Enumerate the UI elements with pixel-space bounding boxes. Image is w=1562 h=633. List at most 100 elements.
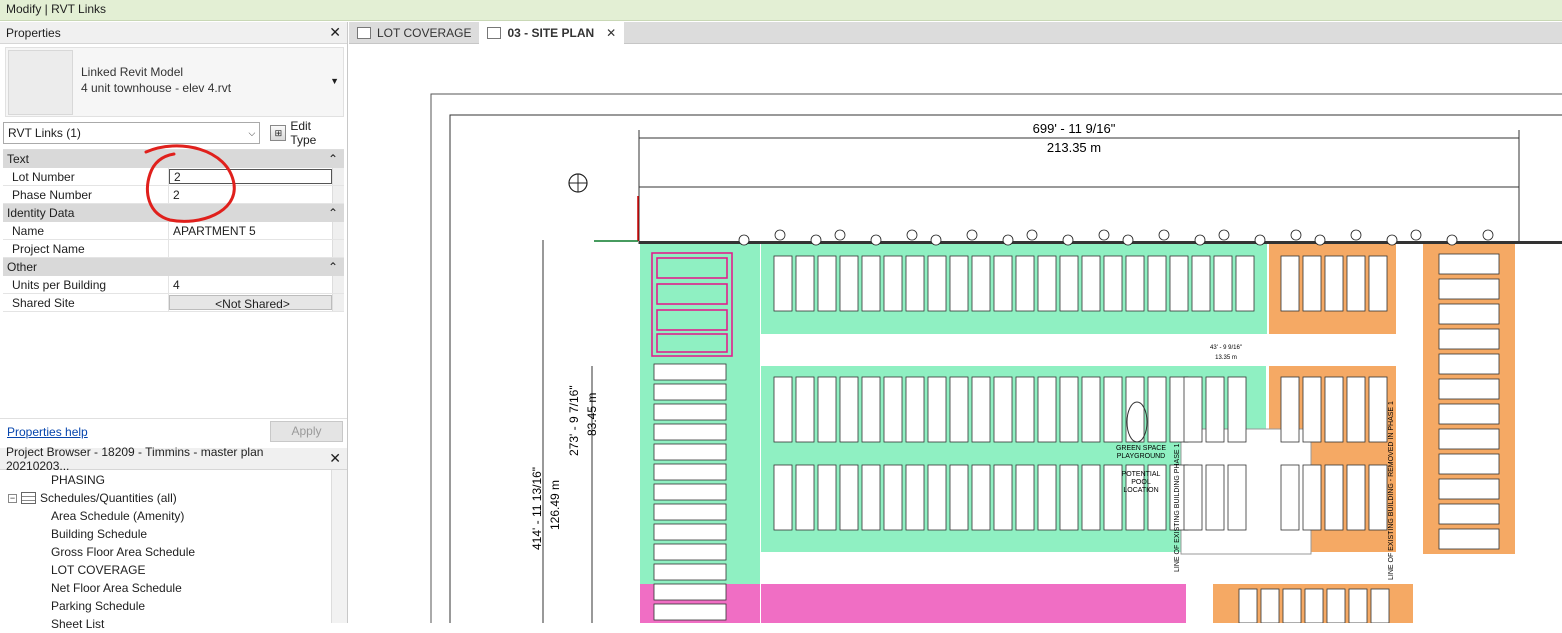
tree-icon — [1194, 234, 1206, 246]
building-unit — [817, 464, 837, 531]
tree-icon — [738, 234, 750, 246]
edit-type-button[interactable]: ⊞ Edit Type — [266, 117, 344, 149]
group-other[interactable]: Other ⌃ — [3, 258, 344, 276]
building-unit — [1015, 464, 1035, 531]
building-unit — [653, 583, 727, 601]
tree-icon — [1290, 229, 1302, 241]
building-unit — [1213, 255, 1233, 312]
building-unit — [1059, 376, 1079, 443]
building-unit — [971, 376, 991, 443]
chevron-down-icon[interactable]: ▼ — [330, 76, 339, 86]
tree-icon — [1158, 229, 1170, 241]
tree-item-sheet-list[interactable]: Sheet List — [51, 617, 105, 631]
building-unit — [861, 376, 881, 443]
collapse-icon[interactable]: ⌃ — [327, 206, 338, 220]
group-label: Other — [7, 260, 38, 274]
building-unit — [1059, 255, 1079, 312]
type-file: 4 unit townhouse - elev 4.rvt — [81, 81, 232, 95]
building-unit — [653, 363, 727, 381]
building-unit — [653, 423, 727, 441]
phase-number-field[interactable]: 2 — [173, 188, 180, 202]
tree-item-building-schedule[interactable]: Building Schedule — [51, 527, 148, 541]
building-unit — [1324, 376, 1344, 443]
building-unit — [927, 376, 947, 443]
instance-filter-dropdown[interactable]: RVT Links (1) ⌵ — [3, 122, 261, 144]
building-unit — [1302, 464, 1322, 531]
tree-item-gross-floor-area[interactable]: Gross Floor Area Schedule — [51, 545, 196, 559]
lot-number-field[interactable]: 2 — [169, 169, 332, 184]
building-unit — [971, 464, 991, 531]
building-unit — [1438, 303, 1500, 325]
building-unit — [1438, 403, 1500, 425]
project-browser-title: Project Browser - 18209 - Timmins - mast… — [6, 444, 264, 473]
building-unit — [1191, 255, 1211, 312]
tree-item-net-floor-area[interactable]: Net Floor Area Schedule — [51, 581, 182, 595]
tree-item-schedules[interactable]: − Schedules/Quantities (all) — [0, 489, 347, 507]
type-thumbnail — [8, 50, 73, 115]
close-icon[interactable]: ✕ — [329, 24, 341, 40]
building-unit — [1227, 464, 1247, 531]
group-label: Text — [7, 152, 30, 166]
apply-button[interactable]: Apply — [270, 421, 343, 442]
site-plan-drawing[interactable]: 699' - 11 9/16" 213.35 m 273' - 9 7/16" … — [349, 44, 1562, 623]
property-row-project-name: Project Name — [3, 240, 344, 258]
tree-item-parking-schedule[interactable]: Parking Schedule — [51, 599, 146, 613]
building-unit — [861, 255, 881, 312]
building-unit — [1037, 464, 1057, 531]
group-identity-data[interactable]: Identity Data ⌃ — [3, 204, 344, 222]
drawing-canvas[interactable]: 699' - 11 9/16" 213.35 m 273' - 9 7/16" … — [349, 44, 1562, 623]
tree-item-area-schedule[interactable]: Area Schedule (Amenity) — [51, 509, 185, 523]
building-unit — [883, 255, 903, 312]
property-key: Lot Number — [3, 168, 169, 185]
dim-left1-imperial: 273' - 9 7/16" — [567, 385, 581, 456]
project-browser-scrollbar[interactable] — [331, 470, 347, 623]
type-name: Linked Revit Model — [81, 65, 184, 79]
building-unit — [1438, 278, 1500, 300]
building-unit — [1103, 376, 1123, 443]
units-per-building-field[interactable]: 4 — [173, 278, 180, 292]
building-unit — [1205, 464, 1225, 531]
tree-item-phasing[interactable]: PHASING — [51, 473, 106, 487]
shared-site-button[interactable]: <Not Shared> — [169, 295, 332, 311]
close-icon[interactable]: ✕ — [606, 26, 617, 40]
building-unit — [773, 255, 793, 312]
phase-line-label: LINE OF EXISTING BUILDING PHASE 1 — [1174, 444, 1181, 572]
group-text[interactable]: Text ⌃ — [3, 150, 344, 168]
tree-icon — [810, 234, 822, 246]
tree-icon — [1254, 234, 1266, 246]
tab-lot-coverage[interactable]: LOT COVERAGE — [349, 22, 479, 44]
type-selector-preview[interactable]: Linked Revit Model 4 unit townhouse - el… — [5, 47, 344, 117]
building-unit — [1227, 376, 1247, 443]
building-unit — [1302, 376, 1322, 443]
tree-icon — [1482, 229, 1494, 241]
annotation-circle — [144, 144, 236, 223]
playground-label: PLAYGROUND — [1117, 453, 1166, 460]
building-unit — [1346, 255, 1366, 312]
building-unit — [1302, 255, 1322, 312]
tree-icon — [1026, 229, 1038, 241]
name-field[interactable]: APARTMENT 5 — [173, 224, 256, 238]
collapse-icon[interactable]: ⌃ — [327, 152, 338, 166]
tab-site-plan[interactable]: 03 - SITE PLAN ✕ — [479, 22, 625, 44]
collapse-toggle-icon[interactable]: − — [8, 492, 17, 503]
project-name-field[interactable] — [169, 240, 332, 257]
building-unit — [1037, 255, 1057, 312]
schedule-view-icon — [357, 27, 371, 39]
tree-icon — [1002, 234, 1014, 246]
dim-top-metric: 213.35 m — [1047, 140, 1101, 155]
building-unit — [1125, 464, 1145, 531]
tree-icon — [906, 229, 918, 241]
close-icon[interactable]: ✕ — [329, 450, 341, 466]
tree-item-lot-coverage[interactable]: LOT COVERAGE — [51, 563, 146, 577]
tab-label: LOT COVERAGE — [377, 26, 472, 40]
building-unit — [1280, 464, 1300, 531]
building-unit — [1280, 255, 1300, 312]
phase-line-label: LINE OF EXISTING BUILDING - REMOVED IN P… — [1388, 401, 1395, 580]
dim-top-imperial: 699' - 11 9/16" — [1033, 121, 1116, 136]
building-unit — [993, 255, 1013, 312]
collapse-icon[interactable]: ⌃ — [327, 260, 338, 274]
properties-help-link[interactable]: Properties help — [7, 424, 88, 439]
building-unit — [1324, 464, 1344, 531]
building-unit — [653, 543, 727, 561]
building-unit — [1147, 255, 1167, 312]
